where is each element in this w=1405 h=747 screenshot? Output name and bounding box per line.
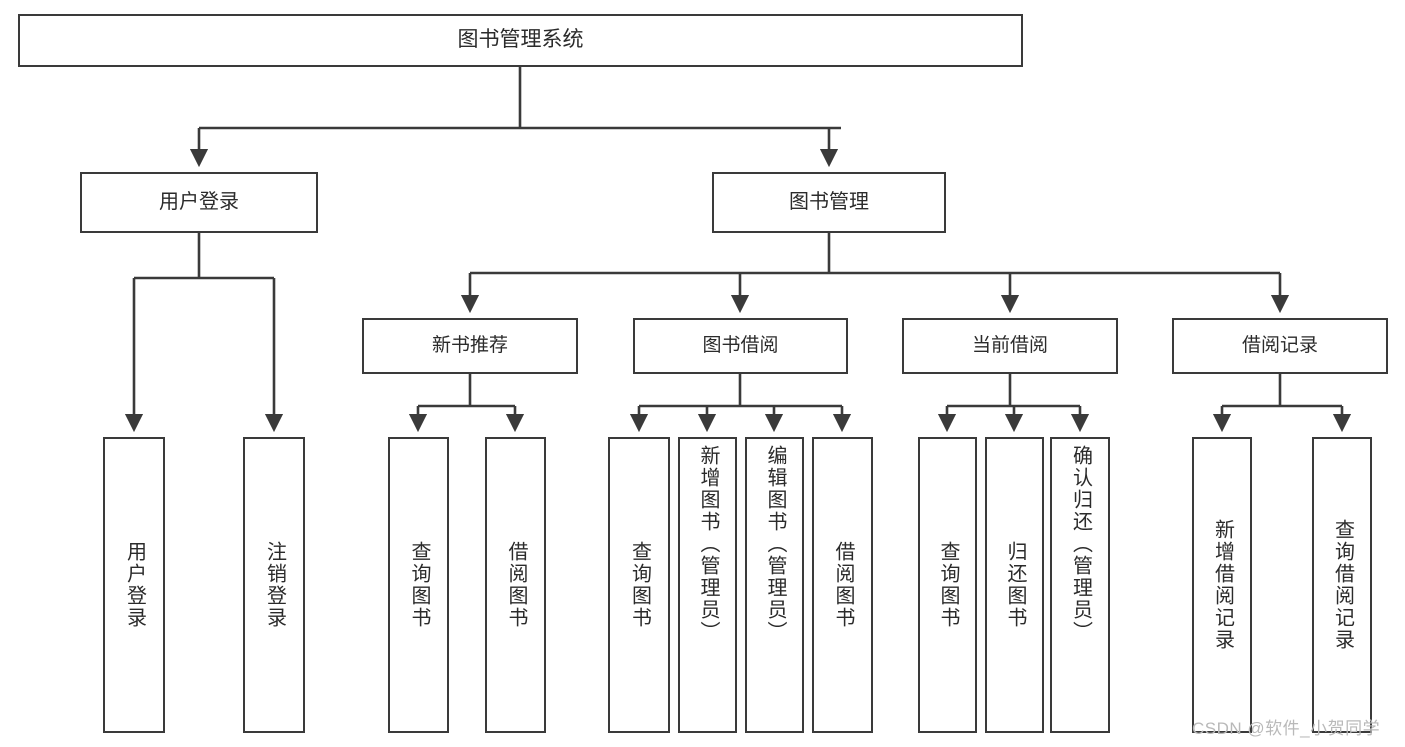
node-user-login[interactable]: 用户登录 [80, 172, 318, 233]
leaf-add-book-admin[interactable]: 新增图书（管理员） [678, 437, 737, 733]
leaf-query-book-recommend[interactable]: 查询图书 [388, 437, 449, 733]
node-borrow-record[interactable]: 借阅记录 [1172, 318, 1388, 374]
leaf-edit-book-admin[interactable]: 编辑图书（管理员） [745, 437, 804, 733]
node-root-system[interactable]: 图书管理系统 [18, 14, 1023, 67]
leaf-user-logout[interactable]: 注销登录 [243, 437, 305, 733]
node-book-borrow[interactable]: 图书借阅 [633, 318, 848, 374]
leaf-query-borrow-record[interactable]: 查询借阅记录 [1312, 437, 1372, 733]
leaf-user-login[interactable]: 用户登录 [103, 437, 165, 733]
csdn-watermark: CSDN @软件_小贺同学 [1192, 719, 1381, 738]
leaf-query-book-borrow[interactable]: 查询图书 [608, 437, 670, 733]
leaf-add-borrow-record[interactable]: 新增借阅记录 [1192, 437, 1252, 733]
leaf-borrow-book-recommend[interactable]: 借阅图书 [485, 437, 546, 733]
node-new-book-recommend[interactable]: 新书推荐 [362, 318, 578, 374]
node-current-borrow[interactable]: 当前借阅 [902, 318, 1118, 374]
leaf-query-book-current[interactable]: 查询图书 [918, 437, 977, 733]
leaf-borrow-book[interactable]: 借阅图书 [812, 437, 873, 733]
leaf-confirm-return-admin[interactable]: 确认归还（管理员） [1050, 437, 1110, 733]
node-book-management[interactable]: 图书管理 [712, 172, 946, 233]
leaf-return-book[interactable]: 归还图书 [985, 437, 1044, 733]
